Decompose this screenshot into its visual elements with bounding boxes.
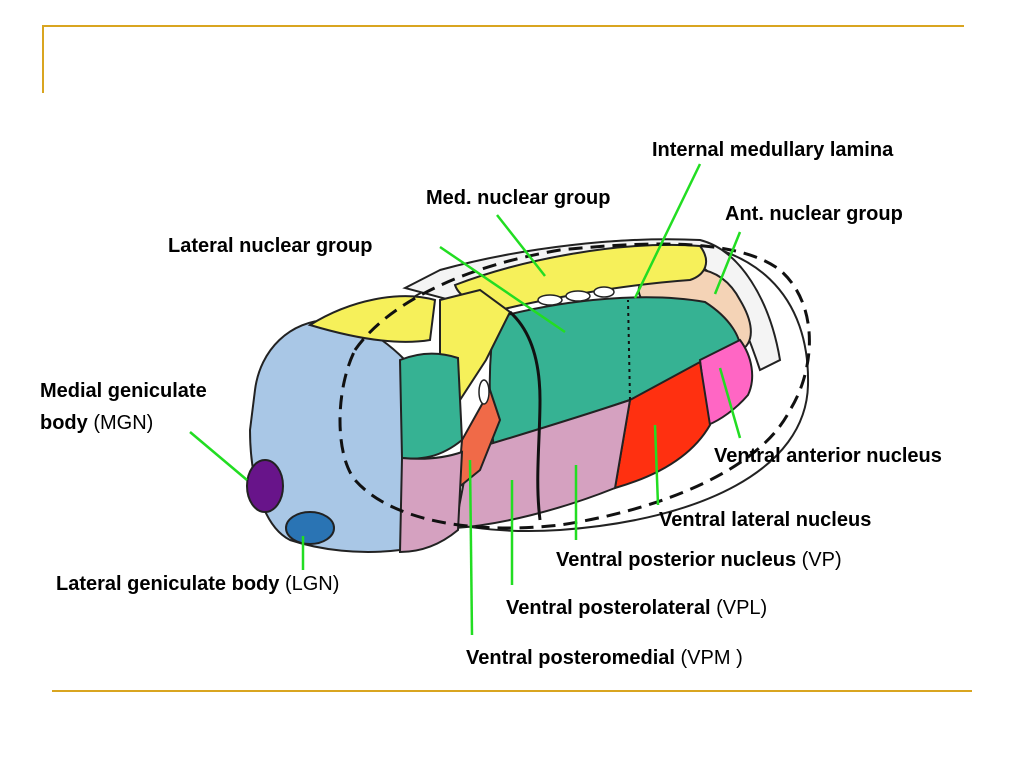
label-vpl-abbr: (VPL) — [711, 597, 768, 619]
label-lateral-nuclear-group: Lateral nuclear group — [168, 235, 373, 257]
lamina-oval-1 — [537, 294, 563, 306]
label-lgn-abbr: (LGN) — [279, 573, 339, 595]
ventral-anterior-nucleus-region — [698, 338, 754, 427]
label-ant-nuclear-group: Ant. nuclear group — [725, 203, 903, 225]
lamina-oval-2 — [565, 290, 591, 302]
pulvinar-region — [248, 318, 412, 553]
label-lgn-bold: Lateral geniculate body — [56, 573, 280, 595]
label-medial-geniculate-line1: Medial geniculate — [40, 380, 207, 402]
label-internal-medullary-lamina: Internal medullary lamina — [652, 139, 894, 161]
label-ventral-posterior-nucleus: Ventral posterior nucleus (VP) — [556, 549, 842, 571]
slide-frame-left-line — [42, 25, 44, 93]
label-medial-geniculate-abbr: (MGN) — [88, 412, 154, 434]
label-medial-geniculate-line2: body (MGN) — [40, 412, 153, 434]
label-ventral-anterior-nucleus: Ventral anterior nucleus — [714, 445, 942, 467]
label-medial-geniculate-bold: body — [40, 412, 89, 434]
leader-ventral-anterior — [718, 367, 742, 439]
label-ventral-posterior-bold: Ventral posterior nucleus — [556, 549, 796, 571]
leader-lateral-nuclear-group — [439, 245, 566, 334]
lamina-oval-4 — [478, 379, 490, 405]
leader-ant-nuclear-group — [713, 231, 742, 295]
label-med-nuclear-group: Med. nuclear group — [426, 187, 610, 209]
pulvinar-cap — [307, 295, 437, 343]
leader-ventral-lateral — [653, 424, 660, 506]
ventral-lateral-nucleus-region — [613, 360, 712, 490]
mgn-body — [246, 459, 284, 513]
lamina-oval-3 — [593, 286, 615, 298]
leader-med-nuclear-group — [496, 214, 546, 277]
label-ventral-posterior-abbr: (VP) — [796, 549, 842, 571]
slide-frame-bottom-line — [52, 690, 972, 692]
label-vpm-bold: Ventral posteromedial — [466, 647, 675, 669]
leader-mgn — [189, 431, 248, 481]
internal-lamina-line — [508, 310, 542, 521]
label-vpl-bold: Ventral posterolateral — [506, 597, 711, 619]
label-lateral-geniculate-body: Lateral geniculate body (LGN) — [56, 573, 339, 595]
label-ventral-posteromedial: Ventral posteromedial (VPM ) — [466, 647, 743, 669]
label-vpm-abbr: (VPM ) — [675, 647, 743, 669]
leader-internal-medullary-lamina — [633, 163, 702, 299]
dashed-lamina-outline — [338, 242, 811, 530]
ventral-posterior-nucleus-region — [453, 398, 632, 530]
vp-boundary-line — [627, 299, 631, 401]
slide-frame-top-line — [42, 25, 964, 27]
label-ventral-posterolateral: Ventral posterolateral (VPL) — [506, 597, 767, 619]
lgn-body — [285, 511, 335, 545]
lower-posterior-block — [398, 450, 464, 554]
label-ventral-lateral-nucleus: Ventral lateral nucleus — [659, 509, 871, 531]
leader-vpm — [468, 459, 474, 636]
lateral-posterior-block — [398, 352, 464, 460]
leader-lines — [189, 163, 742, 636]
